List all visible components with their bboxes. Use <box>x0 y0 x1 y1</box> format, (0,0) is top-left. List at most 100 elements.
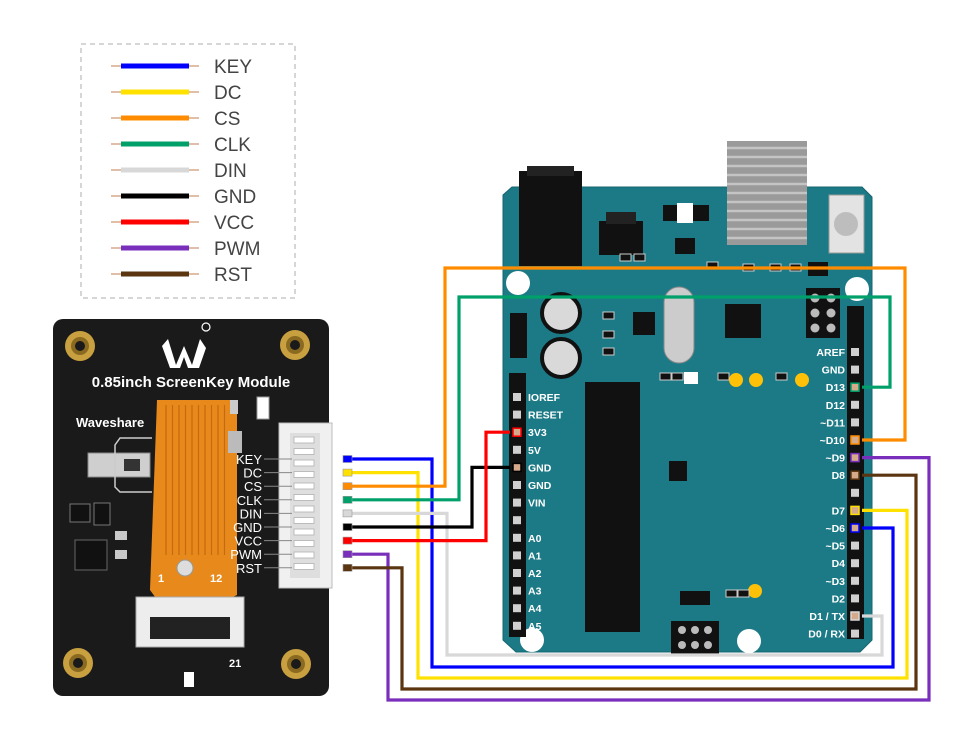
left-header-label: A3 <box>528 586 542 598</box>
regulator-tab <box>606 212 636 224</box>
right-header-labels: AREFGNDD13D12~D11~D10~D9D8D7~D6~D5D4~D3D… <box>808 347 845 641</box>
crystal <box>663 286 695 364</box>
icsp-pin <box>704 641 712 649</box>
right-header-label: D2 <box>832 593 846 605</box>
wire-clk <box>349 295 892 502</box>
fpc-num-bottom: 21 <box>229 658 241 670</box>
smd-part <box>115 531 127 540</box>
led <box>749 373 763 387</box>
legend-label: DIN <box>214 161 247 182</box>
icsp-pin <box>678 626 686 634</box>
waveshare-logo-icon <box>162 322 211 368</box>
module-mount-hole-center <box>75 341 85 351</box>
smd-part <box>115 550 127 559</box>
legend-label: CS <box>214 109 240 130</box>
connector-slot <box>293 563 315 570</box>
smd-resistor <box>725 589 738 598</box>
right-header-label: D12 <box>826 400 845 412</box>
wire-vcc <box>349 430 510 543</box>
header-pin <box>513 393 521 401</box>
power-jack-top <box>527 166 574 176</box>
wire-cs <box>349 266 907 488</box>
left-header-label: GND <box>528 462 552 474</box>
header-pin <box>851 400 859 409</box>
fpc-num-right: 12 <box>210 573 222 585</box>
flex-traces <box>165 405 226 555</box>
smd-part <box>184 672 194 687</box>
smd-part <box>228 431 242 453</box>
left-header-label: 3V3 <box>528 427 547 439</box>
diode-band <box>677 203 693 223</box>
header-pin <box>513 621 521 630</box>
right-header-label: ~D5 <box>825 541 845 553</box>
icsp-pin <box>826 323 836 333</box>
module-header-slots <box>264 436 315 570</box>
header-pin <box>513 410 521 419</box>
wire-pwm <box>349 456 931 702</box>
smd-resistor <box>602 311 615 320</box>
wire-tip <box>850 452 860 463</box>
right-header-label: D1 / TX <box>809 611 845 623</box>
header-pin <box>851 488 859 497</box>
header-pin <box>513 533 521 542</box>
header-pin <box>851 418 859 427</box>
module-pin-label: PWM <box>230 547 262 562</box>
module-ic <box>74 539 108 571</box>
right-header-label: D7 <box>832 505 846 517</box>
capacitor <box>540 337 582 379</box>
left-header-label: GND <box>528 480 552 492</box>
power-jack <box>519 171 582 266</box>
wire-key <box>349 457 895 669</box>
wire-tip <box>850 435 860 445</box>
switch-outline <box>114 437 152 493</box>
header-pin <box>851 365 859 374</box>
module-pin-label: VCC <box>235 534 262 549</box>
icsp-pin <box>826 308 836 318</box>
header-pin <box>513 586 521 595</box>
smd-part <box>684 372 698 384</box>
smd-part <box>69 503 91 523</box>
wires <box>349 266 931 702</box>
left-header-label: VIN <box>528 498 546 510</box>
fpc-num-left: 1 <box>158 573 164 585</box>
mount-hole <box>737 629 761 653</box>
module-pin-label: CLK <box>237 493 263 508</box>
right-header-label: GND <box>822 365 846 377</box>
icsp-pin <box>810 308 820 318</box>
wire-plug <box>342 509 353 518</box>
left-header-label: 5V <box>528 445 541 457</box>
wire-tip <box>512 427 522 437</box>
screenkey-module: 0.85inch ScreenKey Module Waveshare 1 12… <box>53 319 333 696</box>
smd-part <box>256 396 270 420</box>
left-header-label: IOREF <box>528 392 561 404</box>
smd-resistor <box>717 372 730 381</box>
wire-plug <box>342 495 353 504</box>
legend-label: PWM <box>214 239 260 260</box>
left-header-label: A5 <box>528 621 542 633</box>
smd-resistor <box>659 372 672 381</box>
connector-slot <box>293 517 315 524</box>
wire-gnd <box>349 465 510 529</box>
header-pin <box>851 594 859 603</box>
header-pin <box>513 498 521 507</box>
voltage-regulator <box>599 221 643 255</box>
header-pin <box>513 516 521 525</box>
smd-chip <box>680 591 710 605</box>
header-pin <box>851 559 859 568</box>
left-header-label: A0 <box>528 533 542 545</box>
right-header-label: D13 <box>826 382 845 394</box>
connector-slot <box>293 494 315 501</box>
header-pin <box>513 569 521 577</box>
icsp-pin <box>704 626 712 634</box>
module-mount-hole-center <box>73 658 83 668</box>
key-switch <box>87 452 151 478</box>
header-pin <box>513 481 521 489</box>
wire-dc <box>349 471 909 680</box>
left-header-label: A4 <box>528 603 542 615</box>
connector-slot <box>293 551 315 559</box>
smd-resistor <box>671 372 684 381</box>
